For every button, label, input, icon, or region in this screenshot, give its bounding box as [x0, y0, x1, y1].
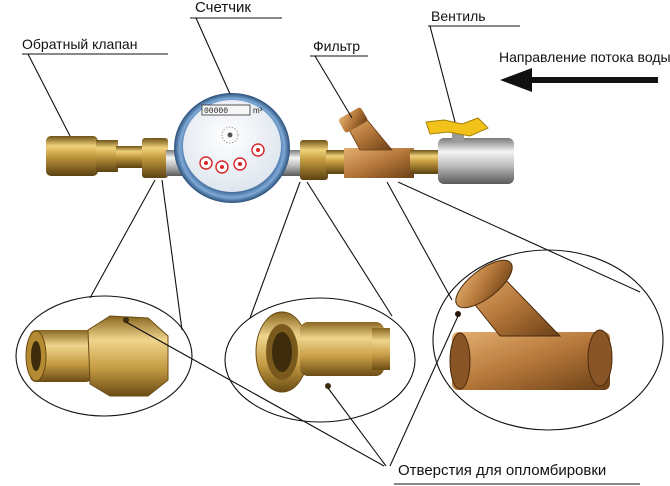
flow-direction-arrow — [500, 68, 658, 92]
closeup-union-fitting — [25, 315, 169, 397]
left-union-nut — [142, 138, 168, 178]
right-union-nut — [300, 140, 346, 180]
valve — [410, 117, 514, 184]
seal-hole-pointers — [125, 315, 640, 485]
zoom-lines — [89, 179, 641, 331]
label-filter: Фильтр — [313, 38, 361, 54]
meter-dial-center — [221, 126, 239, 144]
label-meter: Счетчик — [195, 0, 251, 16]
closeup-y-filter — [449, 259, 613, 390]
callout-ellipse-middle — [224, 297, 416, 423]
meter-red-dials — [199, 143, 265, 174]
label-leaders — [22, 17, 520, 137]
closeup-nut-fitting — [255, 311, 390, 393]
check-valve — [46, 136, 146, 176]
label-flow-direction: Направление потока воды — [499, 49, 670, 65]
meter-unit: m³ — [253, 106, 263, 115]
callout-ellipse-left — [15, 295, 193, 417]
meter-digits: 00000 — [204, 107, 228, 116]
meter-body: m³ 00000 — [166, 93, 304, 203]
label-seal-holes: Отверстия для опломбировки — [398, 462, 607, 479]
label-valve: Вентиль — [431, 8, 486, 24]
label-check-valve: Обратный клапан — [22, 36, 138, 52]
filter — [338, 107, 414, 178]
